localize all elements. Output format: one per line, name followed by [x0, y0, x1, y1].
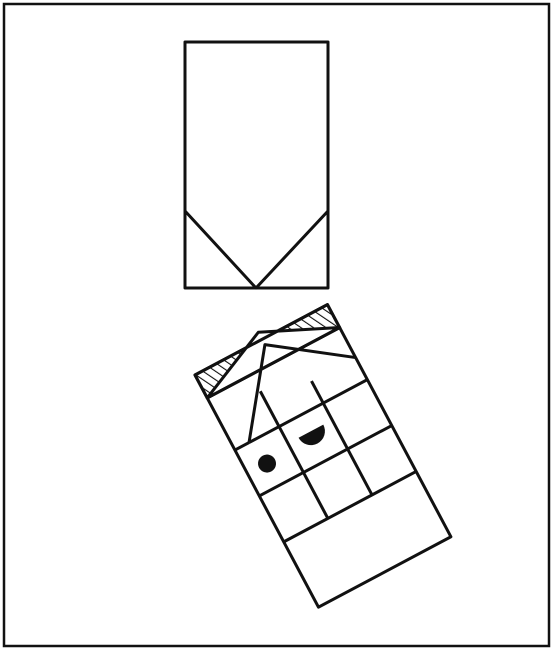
body-outline	[195, 305, 451, 608]
bottom-figure	[191, 298, 451, 608]
half-circle-mark	[299, 425, 330, 451]
top-figure	[185, 42, 328, 288]
top-v-fold	[185, 211, 328, 288]
top-rectangle	[185, 42, 328, 288]
eye-dot	[255, 451, 279, 475]
outer-frame	[4, 4, 549, 646]
